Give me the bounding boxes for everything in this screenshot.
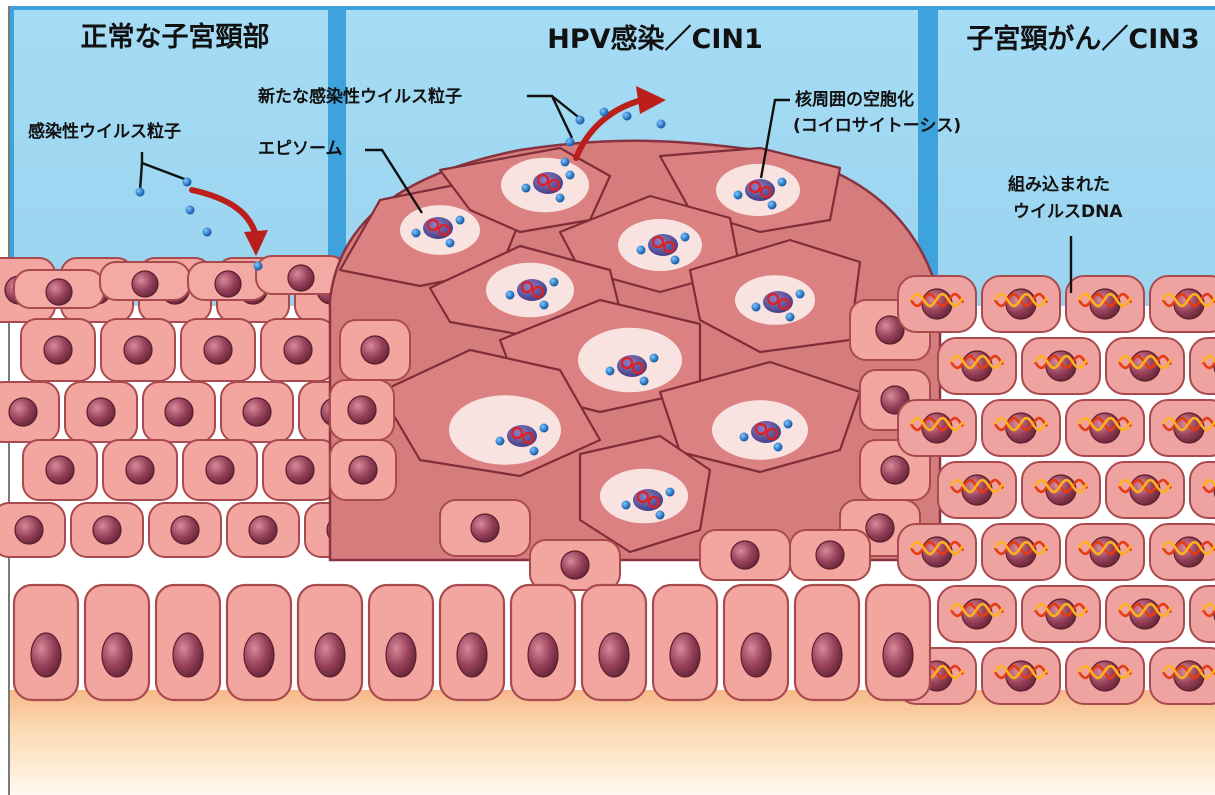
label-koilocytosis-note: (コイロサイトーシス) bbox=[793, 117, 961, 137]
panel-title-normal: 正常な子宮頸部 bbox=[60, 22, 290, 53]
label-integrated: 組み込まれた bbox=[1008, 176, 1110, 196]
virus-particle-icon bbox=[576, 116, 585, 125]
label-new-particles: 新たな感染性ウイルス粒子 bbox=[258, 88, 462, 108]
virus-particle-icon bbox=[774, 443, 783, 452]
virus-particle-icon bbox=[506, 291, 515, 300]
virus-particle-icon bbox=[666, 488, 675, 497]
label-episome: エピソーム bbox=[258, 140, 343, 160]
virus-particle-icon bbox=[606, 367, 615, 376]
virus-particle-icon bbox=[556, 194, 565, 203]
virus-particle-icon bbox=[656, 511, 665, 520]
virus-particle-icon bbox=[561, 158, 570, 167]
virus-particle-icon bbox=[671, 256, 680, 265]
virus-particle-icon bbox=[566, 171, 575, 180]
virus-particle-icon bbox=[657, 120, 666, 129]
virus-particle-icon bbox=[550, 278, 559, 287]
virus-particle-icon bbox=[640, 377, 649, 386]
virus-particle-icon bbox=[768, 201, 777, 210]
virus-particle-icon bbox=[752, 303, 761, 312]
virus-particle-icon bbox=[540, 301, 549, 310]
virus-particle-icon bbox=[254, 262, 263, 271]
virus-particle-icon bbox=[136, 188, 145, 197]
virus-particle-icon bbox=[412, 229, 421, 238]
virus-particle-icon bbox=[796, 290, 805, 299]
virus-particle-icon bbox=[446, 239, 455, 248]
virus-particle-icon bbox=[778, 178, 787, 187]
virus-particle-icon bbox=[734, 191, 743, 200]
virus-particle-icon bbox=[637, 246, 646, 255]
panel-title-hpv: HPV感染／CIN1 bbox=[500, 24, 810, 55]
virus-particle-icon bbox=[456, 216, 465, 225]
virus-particle-icon bbox=[183, 178, 192, 187]
virus-particle-icon bbox=[650, 354, 659, 363]
virus-particle-icon bbox=[622, 501, 631, 510]
panel-title-cancer: 子宮頸がん／CIN3 bbox=[952, 24, 1214, 55]
virus-particle-icon bbox=[540, 424, 549, 433]
virus-particle-icon bbox=[786, 313, 795, 322]
virus-particle-icon bbox=[623, 112, 632, 121]
virus-particle-icon bbox=[186, 206, 195, 215]
virus-particle-icon bbox=[600, 108, 609, 117]
label-infectious-particle: 感染性ウイルス粒子 bbox=[28, 123, 181, 143]
virus-particle-icon bbox=[522, 184, 531, 193]
label-koilocytosis: 核周囲の空胞化 bbox=[795, 91, 914, 111]
label-integrated-dna: ウイルスDNA bbox=[1013, 203, 1123, 223]
virus-particle-icon bbox=[784, 420, 793, 429]
virus-particle-icon bbox=[530, 447, 539, 456]
virus-particle-icon bbox=[566, 138, 575, 147]
virus-particle-icon bbox=[681, 233, 690, 242]
virus-particle-icon bbox=[496, 437, 505, 446]
virus-particle-icon bbox=[203, 228, 212, 237]
virus-particle-icon bbox=[740, 433, 749, 442]
